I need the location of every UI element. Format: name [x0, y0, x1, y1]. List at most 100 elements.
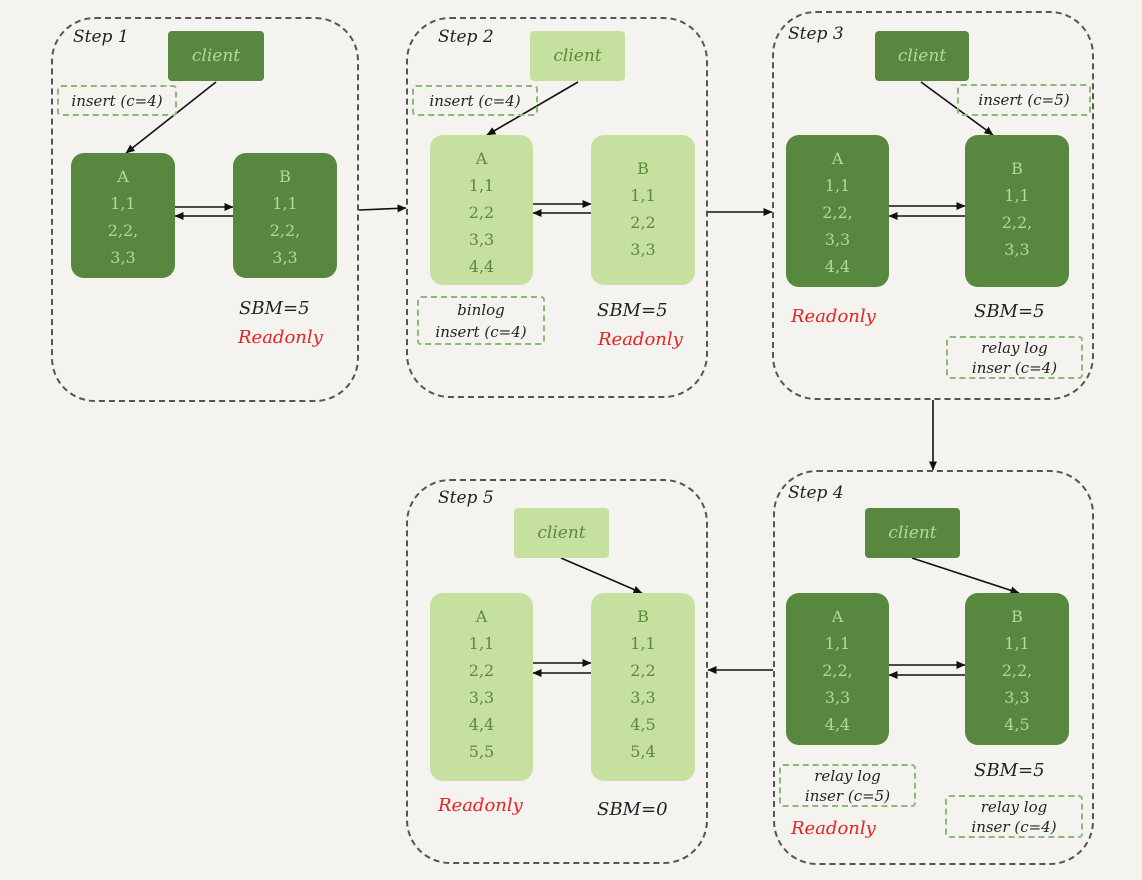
db-row: 4,5 — [630, 715, 656, 734]
step1-to-step2-arrow — [358, 204, 407, 213]
db-row: 3,3 — [468, 230, 495, 249]
step-3-panel — [772, 11, 1094, 400]
step-4-db-b: B 1,1 2,2, 3,3 4,5 — [965, 593, 1069, 745]
step-2-db-b: B 1,1 2,2 3,3 — [591, 135, 695, 285]
db-row: 1,1 — [110, 194, 136, 213]
db-row: 2,2 — [468, 661, 495, 680]
db-row: 1,1 — [1004, 634, 1030, 653]
db-row: 3,3 — [630, 240, 656, 259]
db-row: 2,2, — [822, 661, 853, 680]
db-row: 4,4 — [468, 715, 495, 734]
db-title: B — [1011, 607, 1023, 626]
step-1-label: Step 1 — [73, 27, 129, 47]
step-3-relay-box: relay log inser (c=4) — [946, 336, 1083, 379]
db-row: 2,2 — [630, 661, 656, 680]
db-row: 4,4 — [468, 257, 495, 276]
step-5-sbm: SBM=0 — [597, 799, 668, 820]
db-row: 1,1 — [630, 186, 656, 205]
db-title: B — [637, 159, 649, 178]
step1-client-arrow — [125, 81, 217, 154]
step-1-db-b: B 1,1 2,2, 3,3 — [233, 153, 337, 278]
db-row: 2,2, — [1001, 213, 1033, 232]
db-row: 3,3 — [272, 248, 298, 267]
step-1-client: client — [168, 31, 264, 81]
step-4-client: client — [865, 508, 960, 558]
step2-client-arrow — [486, 81, 579, 136]
db-row: 2,2 — [468, 203, 495, 222]
step-2-insert-box: insert (c=4) — [412, 85, 538, 116]
step-3-sbm: SBM=5 — [974, 301, 1045, 322]
step-2-insert-text: insert (c=4) — [429, 91, 521, 110]
db-row: 4,5 — [1004, 715, 1030, 734]
step-3-db-a: A 1,1 2,2, 3,3 4,4 — [786, 135, 889, 287]
step-4-relay-a-title: relay log — [814, 766, 881, 785]
step-2-db-a: A 1,1 2,2 3,3 4,4 — [430, 135, 533, 285]
step-5-label: Step 5 — [438, 488, 494, 508]
db-row: 2,2, — [107, 221, 139, 240]
step-1-panel — [51, 17, 359, 402]
db-title: A — [831, 607, 844, 626]
step-3-relay-title: relay log — [981, 338, 1048, 357]
step-2-binlog-box: binlog insert (c=4) — [417, 296, 545, 345]
db-row: 1,1 — [468, 176, 495, 195]
db-title: A — [475, 607, 488, 626]
step-4-sbm: SBM=5 — [974, 760, 1045, 781]
db-row: 5,4 — [630, 742, 656, 761]
db-row: 3,3 — [824, 230, 851, 249]
db-row: 2,2 — [630, 213, 656, 232]
db-title: B — [637, 607, 649, 626]
step-4-label: Step 4 — [788, 483, 844, 503]
step-5-panel — [406, 479, 708, 864]
db-row: 1,1 — [1004, 186, 1030, 205]
db-row: 5,5 — [468, 742, 495, 761]
step-3-readonly: Readonly — [791, 306, 876, 327]
step-3-client: client — [875, 31, 969, 81]
db-row: 3,3 — [1004, 688, 1030, 707]
step-4-relay-b-title: relay log — [980, 797, 1048, 816]
step-2-binlog-text: insert (c=4) — [435, 322, 527, 341]
db-row: 1,1 — [630, 634, 656, 653]
step-3-insert-text: insert (c=5) — [978, 91, 1070, 109]
db-title: A — [475, 149, 488, 168]
db-row: 1,1 — [272, 194, 298, 213]
step-4-readonly: Readonly — [791, 818, 876, 839]
step-2-client: client — [530, 31, 625, 81]
step-4-relay-b-text: inser (c=4) — [971, 817, 1057, 836]
step-3-db-b: B 1,1 2,2, 3,3 — [965, 135, 1069, 287]
step-4-panel — [773, 470, 1094, 865]
db-row: 2,2, — [269, 221, 301, 240]
db-row: 1,1 — [824, 176, 851, 195]
step4-client-arrow — [911, 557, 1020, 595]
step-3-label: Step 3 — [788, 24, 844, 44]
step-5-readonly: Readonly — [438, 795, 523, 816]
db-title: A — [117, 167, 129, 186]
step-3-relay-text: inser (c=4) — [971, 358, 1058, 377]
db-title: B — [1011, 159, 1023, 178]
step-5-db-a: A 1,1 2,2 3,3 4,4 5,5 — [430, 593, 533, 781]
db-row: 3,3 — [630, 688, 656, 707]
db-row: 1,1 — [824, 634, 851, 653]
step-1-readonly: Readonly — [238, 327, 323, 348]
step-4-relay-a-text: inser (c=5) — [804, 786, 891, 805]
db-row: 2,2, — [1001, 661, 1033, 680]
step-5-db-b: B 1,1 2,2 3,3 4,5 5,4 — [591, 593, 695, 781]
step-2-readonly: Readonly — [598, 329, 683, 350]
db-row: 1,1 — [468, 634, 495, 653]
step-5-client: client — [514, 508, 609, 558]
db-title: B — [279, 167, 291, 186]
db-row: 3,3 — [468, 688, 495, 707]
db-row: 3,3 — [824, 688, 851, 707]
step-2-binlog-title: binlog — [457, 300, 505, 319]
step-4-db-a: A 1,1 2,2, 3,3 4,4 — [786, 593, 889, 745]
db-row: 3,3 — [1004, 240, 1030, 259]
step-2-sbm: SBM=5 — [597, 300, 668, 321]
db-title: A — [831, 149, 844, 168]
step-2-label: Step 2 — [438, 27, 494, 47]
step-1-sbm: SBM=5 — [239, 298, 310, 319]
db-row: 4,4 — [824, 257, 851, 276]
step-1-insert-box: insert (c=4) — [57, 85, 177, 116]
step-1-insert-text: insert (c=4) — [71, 91, 163, 110]
db-row: 2,2, — [822, 203, 853, 222]
step-1-db-a: A 1,1 2,2, 3,3 — [71, 153, 175, 278]
